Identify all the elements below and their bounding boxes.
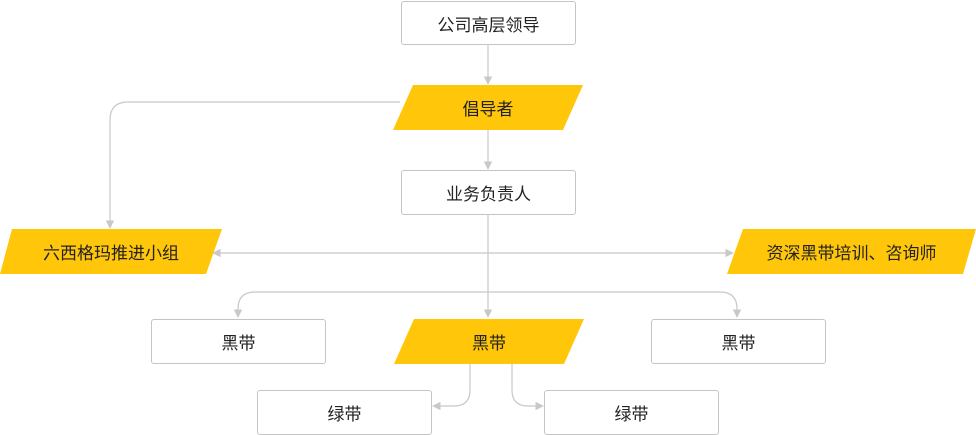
green-belt-right-node: 绿带 xyxy=(544,390,719,435)
consultant-shape xyxy=(727,229,976,274)
leadership-node: 公司高层领导 xyxy=(401,1,576,45)
green-belt-left-node: 绿带 xyxy=(257,390,432,435)
black-belt-left-label: 黑带 xyxy=(221,334,256,354)
connector-advocate-team xyxy=(105,101,400,229)
leadership-label: 公司高层领导 xyxy=(437,15,540,36)
consultant-node: 资深黑带培训、咨询师 xyxy=(727,229,976,274)
black-belt-center-node: 黑带 xyxy=(394,319,584,364)
six-sigma-team-node: 六西格玛推进小组 xyxy=(0,229,222,274)
business-owner-label: 业务负责人 xyxy=(446,185,531,205)
connector-green-right xyxy=(511,364,544,411)
advocate-shape xyxy=(393,85,583,130)
connector-branch-right xyxy=(488,291,742,318)
six-sigma-team-shape xyxy=(0,229,222,274)
connector-branch-left xyxy=(233,291,488,318)
black-belt-right-node: 黑带 xyxy=(651,319,826,364)
connector-green-left xyxy=(432,364,471,411)
consultant-label: 资深黑带培训、咨询师 xyxy=(766,244,937,264)
black-belt-center-label: 黑带 xyxy=(472,334,506,354)
six-sigma-team-label: 六西格玛推进小组 xyxy=(43,244,179,264)
black-belt-center-shape xyxy=(394,319,584,364)
business-owner-node: 业务负责人 xyxy=(401,170,576,215)
green-belt-left-label: 绿带 xyxy=(327,405,362,425)
advocate-label: 倡导者 xyxy=(462,100,514,120)
black-belt-right-label: 黑带 xyxy=(721,334,756,354)
green-belt-right-label: 绿带 xyxy=(614,405,649,425)
advocate-node: 倡导者 xyxy=(393,85,583,130)
black-belt-left-node: 黑带 xyxy=(151,319,326,364)
